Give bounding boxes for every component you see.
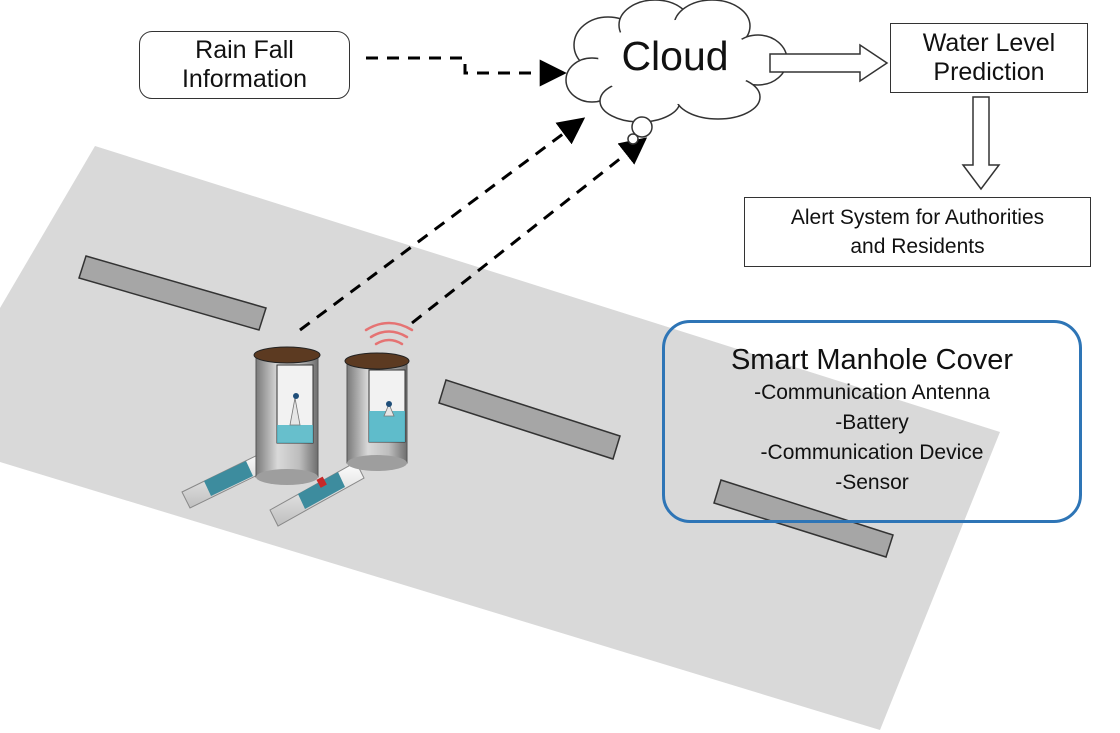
smart-manhole-cover-box: Smart Manhole Cover -Communication Anten… (662, 320, 1082, 523)
drain-grate-right (713, 479, 894, 558)
prediction-line-1: Water Level (922, 28, 1056, 57)
cloud-bubble-small (627, 133, 639, 145)
water-level-prediction-box: Water Level Prediction (890, 23, 1088, 93)
cloud-label: Cloud (621, 33, 729, 79)
rainfall-line-1: Rain Fall (195, 35, 294, 64)
manhole-sensor-2 (269, 321, 414, 527)
alert-line-1: Alert System for Authorities (790, 205, 1045, 229)
manhole-lid-2 (344, 352, 410, 370)
component-battery: -Battery (835, 410, 909, 434)
cloud-shape (565, 0, 788, 123)
component-communication-antenna: -Communication Antenna (754, 380, 990, 404)
manhole-lid-1 (253, 346, 321, 364)
rainfall-information-box: Rain Fall Information (139, 31, 350, 99)
drain-grate-left (78, 255, 267, 331)
prediction-to-alert-arrow (961, 96, 1001, 191)
manhole2-to-cloud-arrow (411, 137, 648, 325)
water-level-sensor-1 (289, 397, 301, 426)
road-surface (0, 146, 1000, 730)
manhole1-to-cloud-arrow (299, 117, 586, 332)
cloud-to-prediction-arrow (769, 43, 889, 83)
water-level-sensor-2 (383, 402, 395, 417)
manhole-sensor-1 (181, 346, 321, 509)
cloud-bubble-large (631, 116, 653, 138)
rainfall-line-2: Information (181, 65, 308, 93)
component-communication-device: -Communication Device (760, 440, 984, 464)
drain-grate-middle (438, 379, 621, 460)
pipe-sensor-band-1 (204, 461, 253, 496)
component-sensor: -Sensor (835, 470, 909, 494)
smart-manhole-title: Smart Manhole Cover (730, 344, 1014, 376)
alert-line-2: and Residents (850, 235, 985, 258)
wireless-signal-icon (364, 321, 414, 346)
alert-system-box: Alert System for Authorities and Residen… (744, 197, 1091, 267)
prediction-line-2: Prediction (933, 58, 1045, 86)
rainfall-to-cloud-arrow (366, 56, 567, 87)
pipe-sensor-band-2 (298, 472, 345, 509)
